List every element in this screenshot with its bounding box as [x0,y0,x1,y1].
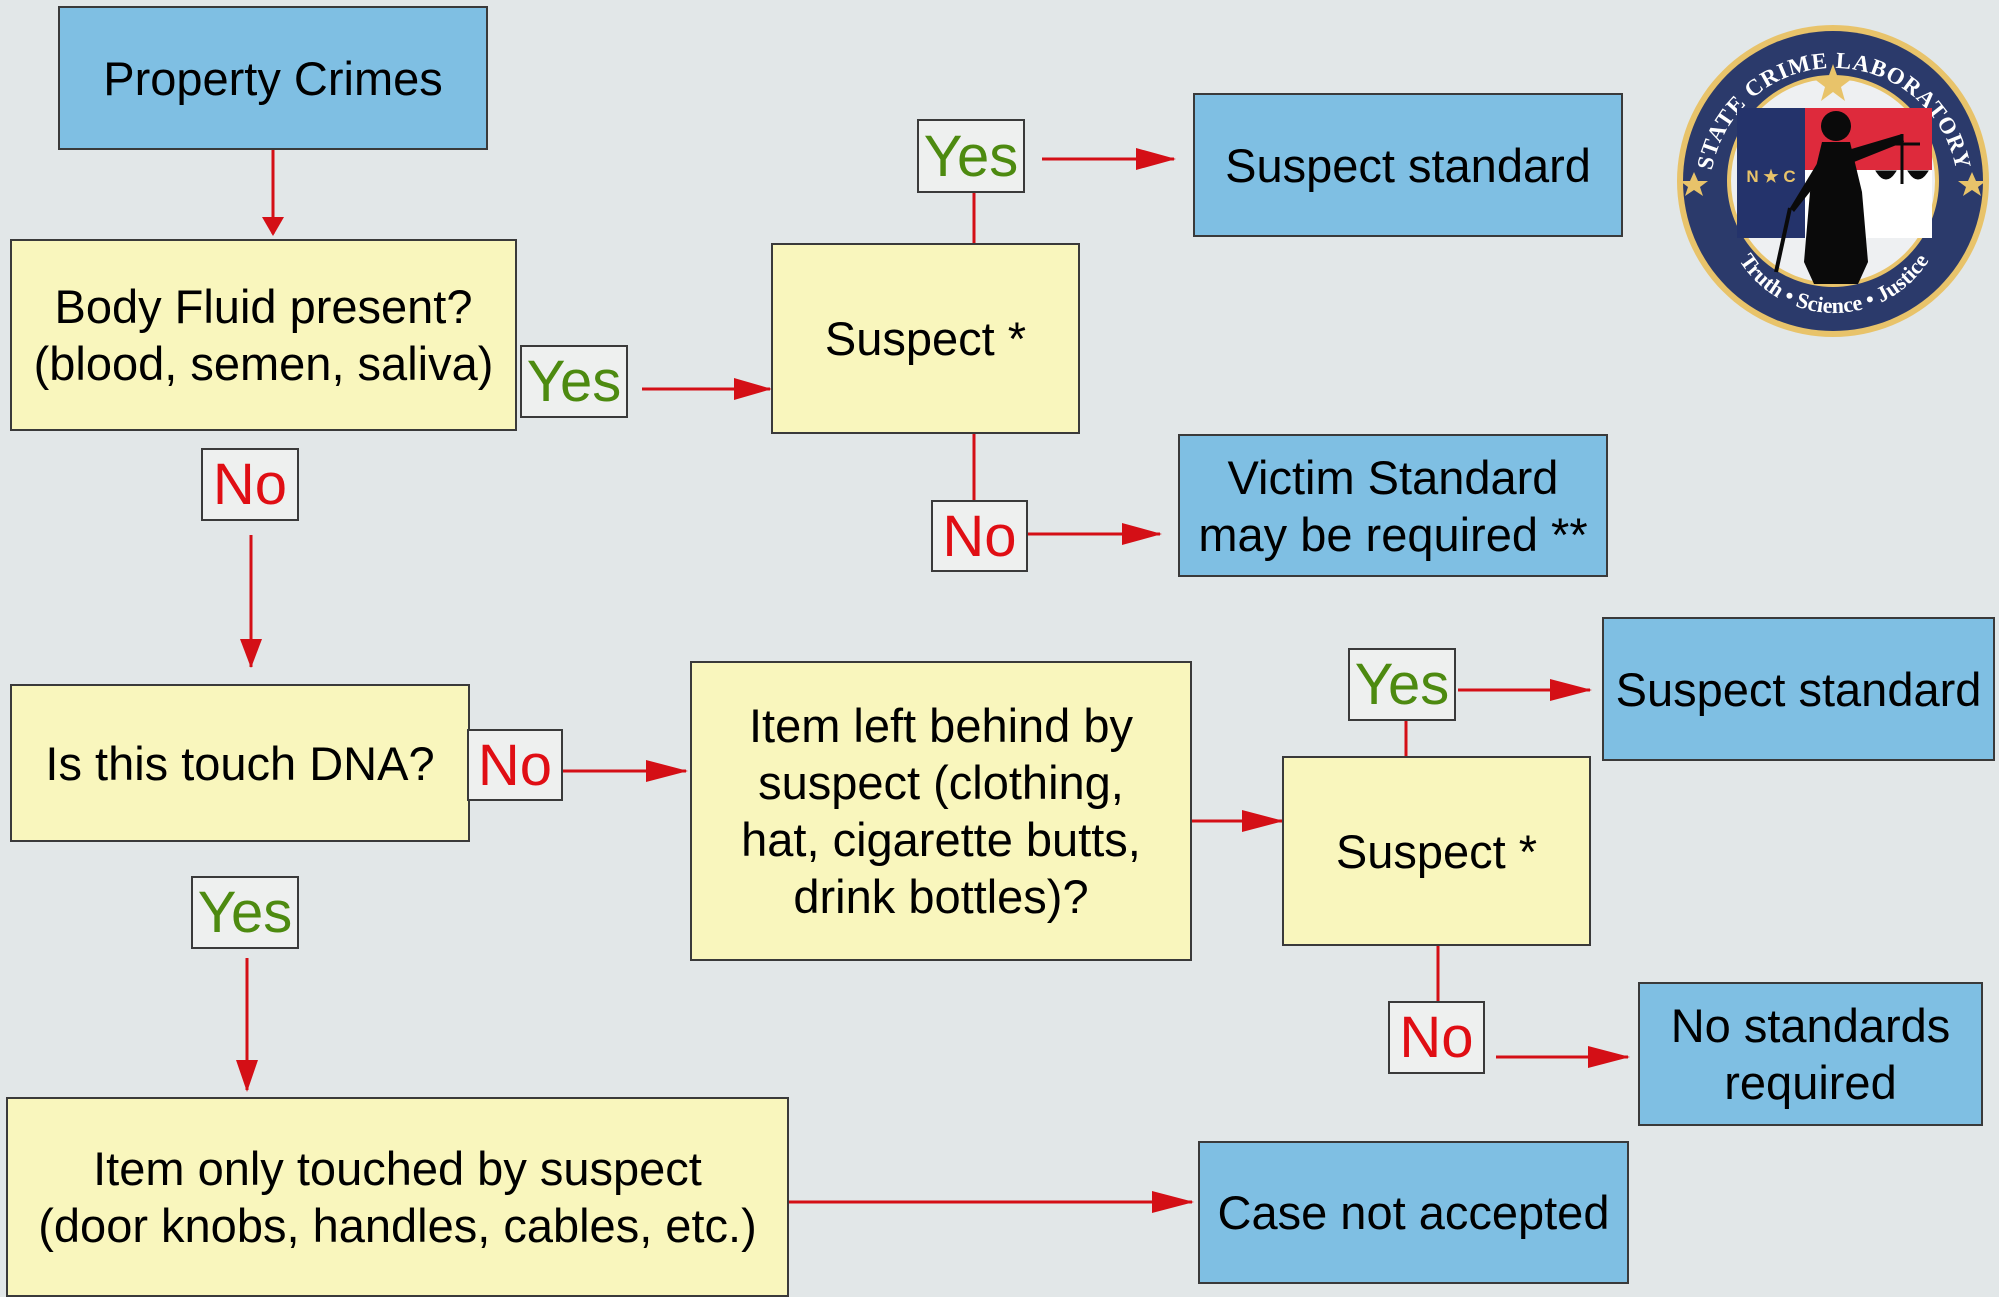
star-icon [1813,64,1853,101]
node-no-standards-required: No standards required [1638,982,1983,1126]
label-yes-suspect-2: Yes [1348,648,1456,721]
star-icon [1958,172,1986,196]
node-case-not-accepted: Case not accepted [1198,1141,1629,1284]
seal-nc-text: N ★ C [1746,167,1795,186]
label-no-suspect-1: No [931,500,1028,572]
arrowhead [240,639,262,668]
arrowhead [1152,1191,1194,1213]
arrowhead [1242,810,1284,832]
arrowhead [262,217,284,236]
arrowhead [1122,523,1162,545]
label-no-body-fluid: No [201,448,299,521]
star-icon [1680,172,1708,196]
label-no-suspect-2: No [1388,1001,1485,1074]
arrowhead [1136,148,1176,170]
node-suspect-2: Suspect * [1282,756,1591,946]
node-suspect-standard-2: Suspect standard [1602,617,1995,761]
node-suspect-standard-1: Suspect standard [1193,93,1623,237]
node-touch-dna-question: Is this touch DNA? [10,684,470,842]
node-victim-standard: Victim Standard may be required ** [1178,434,1608,577]
arrowhead [734,378,772,400]
sword-icon [1774,207,1792,273]
label-no-touch-dna: No [467,729,563,801]
arrowhead [236,1060,258,1092]
lady-justice-icon [1790,111,1904,284]
label-yes-body-fluid: Yes [520,345,628,418]
arrowhead [1588,1046,1630,1068]
arrowhead [646,760,688,782]
node-property-crimes: Property Crimes [58,6,488,150]
arrowhead [1550,679,1592,701]
state-crime-laboratory-seal: STATE CRIME LABORATORY Truth • Science •… [1677,25,1989,337]
node-suspect-1: Suspect * [771,243,1080,434]
scales-icon [1875,134,1929,184]
node-item-left-behind-question: Item left behind by suspect (clothing, h… [690,661,1192,961]
node-item-touched-question: Item only touched by suspect (door knobs… [6,1097,789,1297]
label-yes-touch-dna: Yes [191,876,299,949]
label-yes-suspect-1: Yes [917,119,1025,193]
node-body-fluid-question: Body Fluid present? (blood, semen, saliv… [10,239,517,431]
